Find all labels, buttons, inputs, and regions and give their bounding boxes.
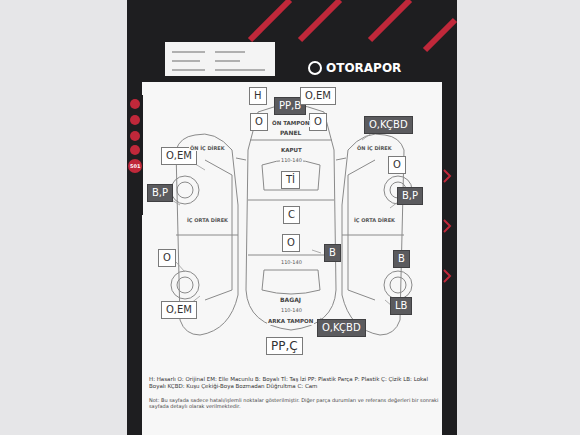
note-text: Not: Bu sayfada sadece hatalı/işlemli no… bbox=[148, 397, 440, 409]
damage-code-box-dark: B,P bbox=[397, 187, 423, 205]
part-label: ÖN TAMPON bbox=[271, 120, 311, 127]
damage-code: C bbox=[288, 209, 295, 220]
damage-code-box-dark: B,P bbox=[147, 184, 173, 202]
icon-strip bbox=[127, 95, 143, 215]
damage-code-box: O,EM bbox=[161, 301, 197, 319]
damage-code-box: PP,Ç bbox=[266, 337, 303, 355]
back-sheet bbox=[127, 0, 457, 435]
damage-code-box-dark: O,KÇBD bbox=[317, 319, 366, 337]
damage-code-box-dark: B bbox=[324, 244, 341, 262]
damage-code: H bbox=[254, 90, 262, 101]
header-stripes bbox=[250, 0, 455, 50]
right-chevrons bbox=[444, 170, 450, 282]
damage-code: Tİ bbox=[286, 174, 295, 185]
logo-mark bbox=[309, 62, 321, 74]
part-label: BAGAJ bbox=[279, 296, 302, 303]
part-label: ARKA TAMPON bbox=[267, 318, 314, 325]
damage-code: O bbox=[393, 159, 401, 170]
car-top-view bbox=[236, 105, 346, 330]
damage-code: B bbox=[398, 253, 405, 264]
damage-code-box: H bbox=[249, 87, 267, 105]
damage-code-box-dark: LB bbox=[390, 297, 412, 315]
sticker bbox=[165, 42, 275, 76]
damage-code-box: O bbox=[282, 234, 300, 252]
damage-code: O,KÇBD bbox=[322, 322, 361, 333]
damage-code: O,EM bbox=[166, 304, 192, 315]
damage-code-box: O bbox=[158, 249, 176, 267]
damage-code-box: O bbox=[309, 113, 327, 131]
part-label: 110-140 bbox=[280, 157, 303, 163]
damage-code: PP,Ç bbox=[271, 339, 298, 353]
leader-lines bbox=[170, 130, 398, 325]
damage-code-box: O bbox=[250, 113, 268, 131]
part-label: 110-140 bbox=[280, 259, 303, 265]
damage-code: PP,B bbox=[279, 100, 301, 111]
part-label: ÖN İÇ DİREK bbox=[189, 145, 226, 151]
damage-code: B,P bbox=[402, 190, 418, 201]
damage-code-box: O bbox=[388, 156, 406, 174]
damage-code-box: Tİ bbox=[281, 171, 300, 189]
damage-code-box: C bbox=[283, 206, 300, 224]
damage-code: O bbox=[255, 116, 263, 127]
part-label: İÇ ORTA DİREK bbox=[186, 217, 229, 223]
car-right-view bbox=[342, 134, 412, 335]
brand-logo: OTORAPOR bbox=[325, 61, 402, 75]
damage-code-box-dark: O,KÇBD bbox=[364, 116, 413, 134]
damage-code: O,KÇBD bbox=[369, 119, 408, 130]
legend-text: H: Hasarlı O: Orijinal EM: Elle Macunlu … bbox=[148, 376, 440, 389]
side-icons bbox=[128, 99, 142, 173]
part-label: PANEL bbox=[279, 129, 302, 136]
badge-number: 501 bbox=[129, 163, 141, 169]
damage-code: B,P bbox=[152, 187, 168, 198]
part-label: ÖN İÇ DİREK bbox=[356, 145, 393, 151]
damage-code: LB bbox=[395, 300, 407, 311]
damage-code: O,EM bbox=[305, 90, 331, 101]
part-label: 110-140 bbox=[280, 307, 303, 313]
sticker-lines bbox=[172, 52, 265, 70]
part-label: KAPUT bbox=[280, 147, 303, 154]
damage-code: B bbox=[329, 247, 336, 258]
damage-code: O bbox=[163, 252, 171, 263]
damage-code-box-dark: B bbox=[393, 250, 410, 268]
content-sheet-wide bbox=[142, 82, 442, 435]
damage-code-box: O,EM bbox=[300, 87, 336, 105]
damage-code: O bbox=[314, 116, 322, 127]
part-label: İÇ ORTA DİREK bbox=[353, 217, 396, 223]
damage-code: O,EM bbox=[166, 150, 192, 161]
damage-code: O bbox=[287, 237, 295, 248]
